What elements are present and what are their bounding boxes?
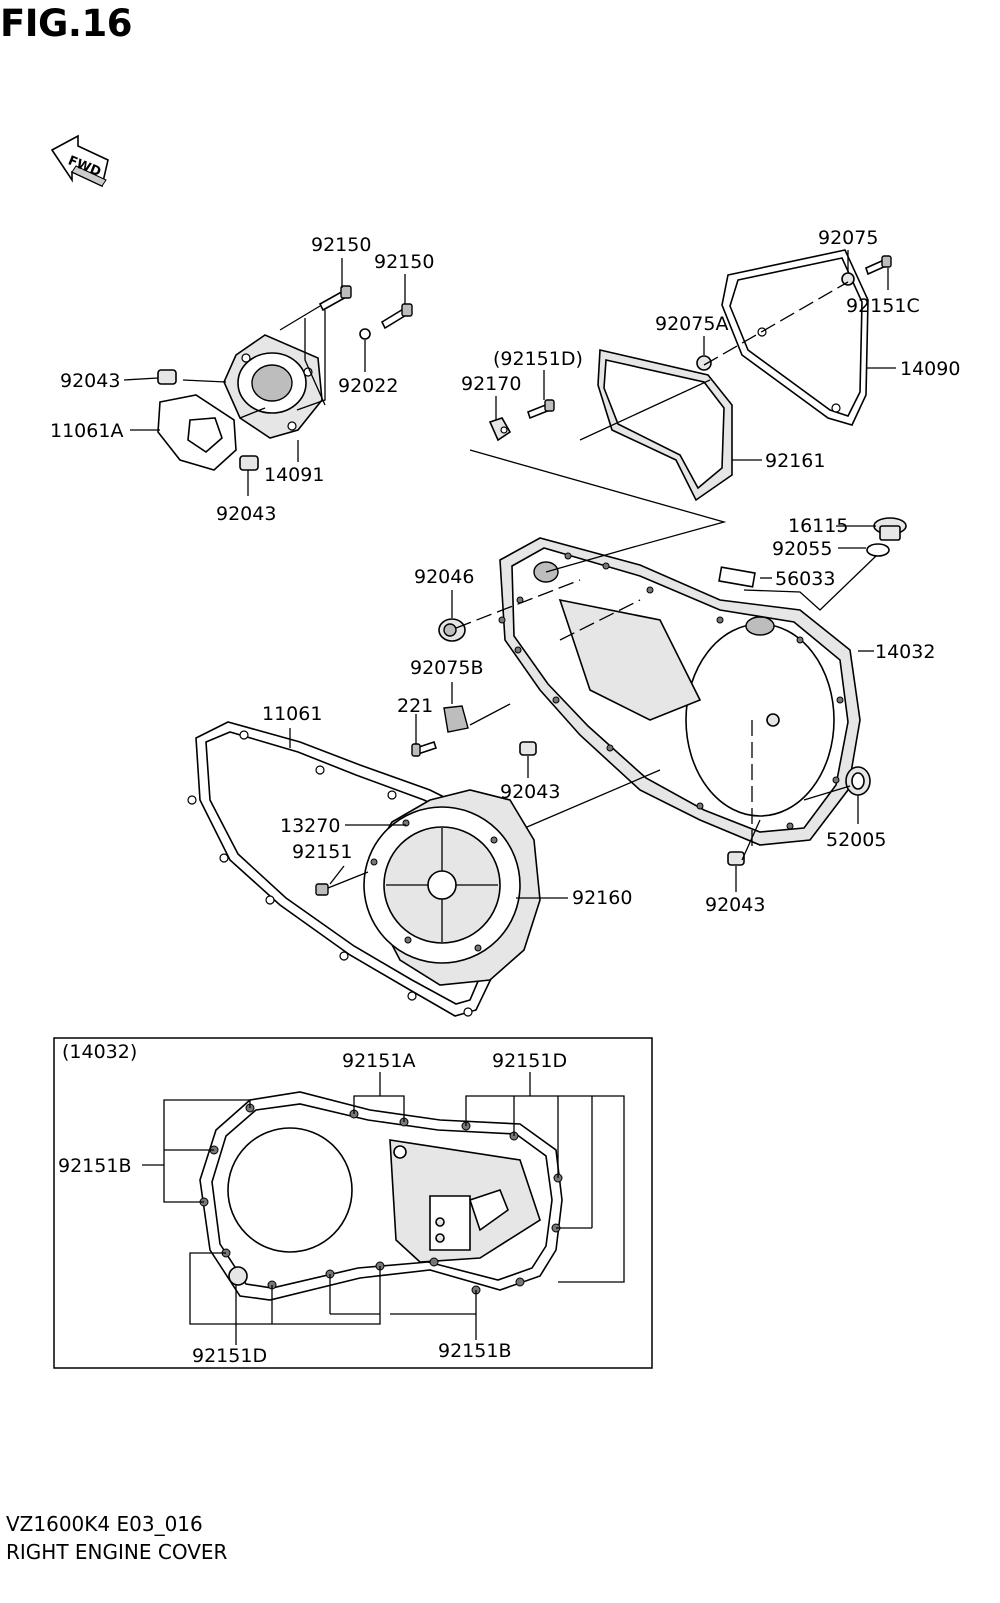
bolt-92151-part bbox=[315, 871, 369, 896]
cover-14091-part bbox=[223, 334, 323, 439]
label-92150-a: 92150 bbox=[311, 234, 371, 256]
label-11061A: 11061A bbox=[50, 420, 123, 442]
o-ring-92055-part bbox=[866, 543, 890, 557]
label-92170: 92170 bbox=[461, 373, 521, 395]
inset-label-92151A: 92151A bbox=[342, 1050, 415, 1072]
label-92161: 92161 bbox=[765, 450, 825, 472]
seal-52005-part bbox=[845, 766, 871, 796]
bolts-92150-part bbox=[318, 285, 413, 330]
label-92150-b: 92150 bbox=[374, 251, 434, 273]
main-cover-14032-part bbox=[498, 537, 861, 846]
label-92075A: 92075A bbox=[655, 313, 728, 335]
label-92043-c: 92043 bbox=[500, 781, 560, 803]
figure-name: RIGHT ENGINE COVER bbox=[6, 1540, 228, 1564]
label-92055: 92055 bbox=[772, 538, 832, 560]
dashed-axis-92046 bbox=[455, 579, 581, 629]
label-92043-a: 92043 bbox=[60, 370, 120, 392]
dashed-axis-92161 bbox=[559, 599, 641, 641]
inset-label-92151D-right: 92151D bbox=[492, 1050, 567, 1072]
inset-label-92151B-left: 92151B bbox=[58, 1155, 131, 1177]
label-92046: 92046 bbox=[414, 566, 474, 588]
clamp-92170-part bbox=[488, 417, 512, 442]
dowel-92043-c-part bbox=[519, 741, 537, 756]
fwd-arrow-icon: FWD bbox=[50, 134, 109, 188]
washer-92022-part bbox=[359, 328, 371, 340]
dowel-92043-d-part bbox=[727, 851, 745, 866]
cover-92161-part bbox=[597, 349, 733, 502]
inset-leaders bbox=[142, 1072, 625, 1345]
callout-labels: 92150 92150 92022 92043 11061A 14091 920… bbox=[50, 227, 960, 916]
leaders-lower bbox=[289, 728, 568, 899]
bolt-221-part bbox=[411, 740, 438, 757]
clutch-cover-92160-part bbox=[363, 789, 541, 986]
leaders-center bbox=[415, 370, 877, 892]
label-92075B: 92075B bbox=[410, 657, 483, 679]
inset-label-14032: (14032) bbox=[62, 1041, 137, 1063]
label-92043-b: 92043 bbox=[216, 503, 276, 525]
inset-label-92151B-bottom: 92151B bbox=[438, 1340, 511, 1362]
inset-box bbox=[53, 1037, 653, 1369]
label-221: 221 bbox=[397, 695, 433, 717]
grommet-92075-part bbox=[841, 272, 855, 286]
label-14090: 14090 bbox=[900, 358, 960, 380]
dowel-92043-part bbox=[157, 369, 259, 471]
figure-title: FIG.16 bbox=[0, 2, 132, 45]
bolt-92151D-top-part bbox=[527, 399, 555, 420]
label-56033: 56033 bbox=[775, 568, 835, 590]
label-14032: 14032 bbox=[875, 641, 935, 663]
figure-code: VZ1600K4 E03_016 bbox=[6, 1512, 203, 1536]
label-52005: 52005 bbox=[826, 829, 886, 851]
label-92043-d: 92043 bbox=[705, 894, 765, 916]
leaders-top-right bbox=[703, 250, 896, 461]
label-56033-part bbox=[718, 566, 756, 588]
label-92022: 92022 bbox=[338, 375, 398, 397]
filler-cap-16115-part bbox=[873, 517, 907, 541]
inset-labels: (14032) 92151A 92151D 92151B 92151D 9215… bbox=[58, 1041, 567, 1367]
label-11061: 11061 bbox=[262, 703, 322, 725]
collar-92046-part bbox=[438, 618, 466, 642]
label-16115: 16115 bbox=[788, 515, 848, 537]
label-13270: 13270 bbox=[280, 815, 340, 837]
leaders-top-left bbox=[123, 258, 406, 496]
label-92075: 92075 bbox=[818, 227, 878, 249]
clamp-92075B-part bbox=[443, 705, 469, 733]
label-92151D-top: (92151D) bbox=[493, 348, 583, 370]
label-92160: 92160 bbox=[572, 887, 632, 909]
label-92151: 92151 bbox=[292, 841, 352, 863]
dashed-axis-14090 bbox=[703, 281, 849, 366]
label-14091: 14091 bbox=[264, 464, 324, 486]
bolt-92151C-part bbox=[865, 255, 892, 276]
grommet-92075A-part bbox=[696, 355, 712, 371]
gasket-11061A-part bbox=[157, 394, 237, 471]
label-92151C: 92151C bbox=[846, 295, 920, 317]
inset-label-92151D-bottom: 92151D bbox=[192, 1345, 267, 1367]
